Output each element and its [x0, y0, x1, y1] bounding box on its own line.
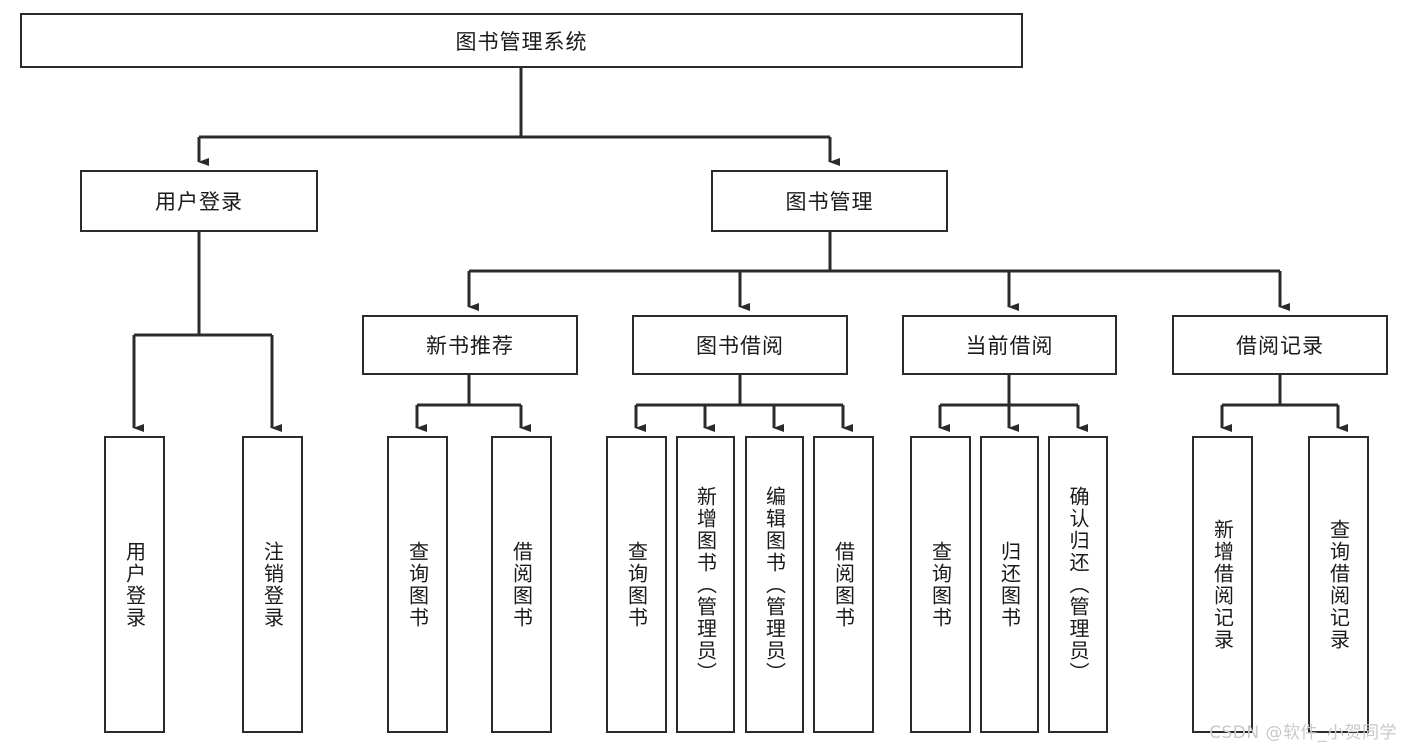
leaf-borrow-edit-book-admin[interactable]: 编辑图书（管理员）	[745, 436, 804, 733]
leaf-borrow-borrow-book[interactable]: 借阅图书	[813, 436, 874, 733]
leaf-user-login[interactable]: 用户登录	[104, 436, 165, 733]
node-label: 新增图书（管理员）	[693, 485, 718, 684]
node-book-management[interactable]: 图书管理	[711, 170, 948, 232]
node-label: 图书管理系统	[455, 29, 588, 54]
node-label: 注销登录	[260, 540, 285, 629]
node-book-borrow[interactable]: 图书借阅	[632, 315, 848, 375]
node-current-borrow[interactable]: 当前借阅	[902, 315, 1117, 375]
node-label: 用户登录	[155, 190, 243, 214]
leaf-current-confirm-return-admin[interactable]: 确认归还（管理员）	[1048, 436, 1108, 733]
node-book-management-system[interactable]: 图书管理系统	[20, 13, 1023, 68]
node-label: 新书推荐	[426, 334, 514, 358]
node-new-book-recommend[interactable]: 新书推荐	[362, 315, 578, 375]
node-label: 借阅记录	[1236, 334, 1324, 358]
node-label: 查询图书	[928, 540, 953, 629]
node-label: 借阅图书	[509, 540, 534, 629]
leaf-current-query-book[interactable]: 查询图书	[910, 436, 971, 733]
node-label: 归还图书	[997, 540, 1022, 629]
node-label: 借阅图书	[831, 540, 856, 629]
node-label: 图书借阅	[696, 334, 784, 358]
node-label: 查询借阅记录	[1326, 518, 1351, 651]
leaf-record-query-record[interactable]: 查询借阅记录	[1308, 436, 1369, 733]
node-label: 新增借阅记录	[1210, 518, 1235, 651]
node-label: 当前借阅	[965, 334, 1054, 358]
leaf-recommend-borrow-book[interactable]: 借阅图书	[491, 436, 552, 733]
leaf-record-add-record[interactable]: 新增借阅记录	[1192, 436, 1253, 733]
node-label: 编辑图书（管理员）	[762, 485, 787, 684]
node-label: 确认归还（管理员）	[1066, 485, 1090, 684]
leaf-current-return-book[interactable]: 归还图书	[980, 436, 1039, 733]
node-borrow-record[interactable]: 借阅记录	[1172, 315, 1388, 375]
node-user-login[interactable]: 用户登录	[80, 170, 318, 232]
node-label: 用户登录	[122, 540, 147, 629]
node-label: 图书管理	[785, 190, 874, 214]
watermark: CSDN @软件_小贺同学	[1209, 723, 1397, 743]
leaf-recommend-query-book[interactable]: 查询图书	[387, 436, 448, 733]
leaf-logout-login[interactable]: 注销登录	[242, 436, 303, 733]
leaf-borrow-add-book-admin[interactable]: 新增图书（管理员）	[676, 436, 735, 733]
node-label: 查询图书	[624, 540, 649, 629]
leaf-borrow-query-book[interactable]: 查询图书	[606, 436, 667, 733]
node-label: 查询图书	[405, 540, 430, 629]
